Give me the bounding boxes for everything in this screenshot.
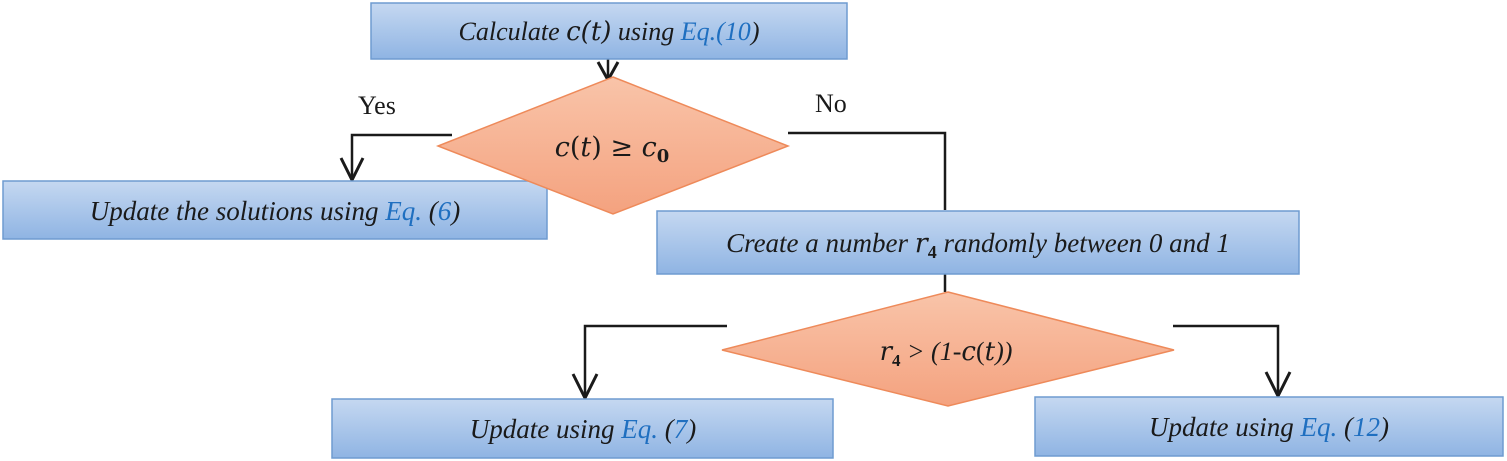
yes-label: Yes (358, 91, 396, 120)
update12-text: Update using Eq. (12) (1149, 412, 1389, 442)
update12-box (1034, 396, 1504, 457)
arrowhead-d2-left (571, 373, 599, 402)
decision2-diamond (721, 291, 1175, 407)
update6-box (2, 180, 548, 240)
decision2-text: r4 > (1-c(t)) (880, 337, 1013, 370)
no-label: No (815, 89, 847, 118)
update7-text: Update using Eq. (7) (470, 414, 697, 444)
arrow-d2-right (1173, 324, 1280, 396)
update6-text: Update the solutions using Eq. (6) (90, 196, 461, 226)
connectors (339, 58, 1292, 402)
create-r4-text: Create a number r4 randomly between 0 an… (726, 228, 1230, 262)
calc-text: Calculate c(t) using Eq.(10) (459, 17, 760, 47)
arrowhead-yes (339, 157, 365, 184)
decision1-diamond (435, 76, 791, 215)
arrow-d2-left (583, 324, 727, 398)
calc-box (370, 2, 848, 60)
create-r4-box (656, 210, 1300, 275)
decision1-text: c(t) ≥ c0 (555, 132, 670, 167)
arrow-no (788, 131, 947, 210)
arrow-yes (350, 133, 452, 180)
update7-box (331, 398, 834, 459)
arrowhead-d2-right (1264, 371, 1292, 400)
